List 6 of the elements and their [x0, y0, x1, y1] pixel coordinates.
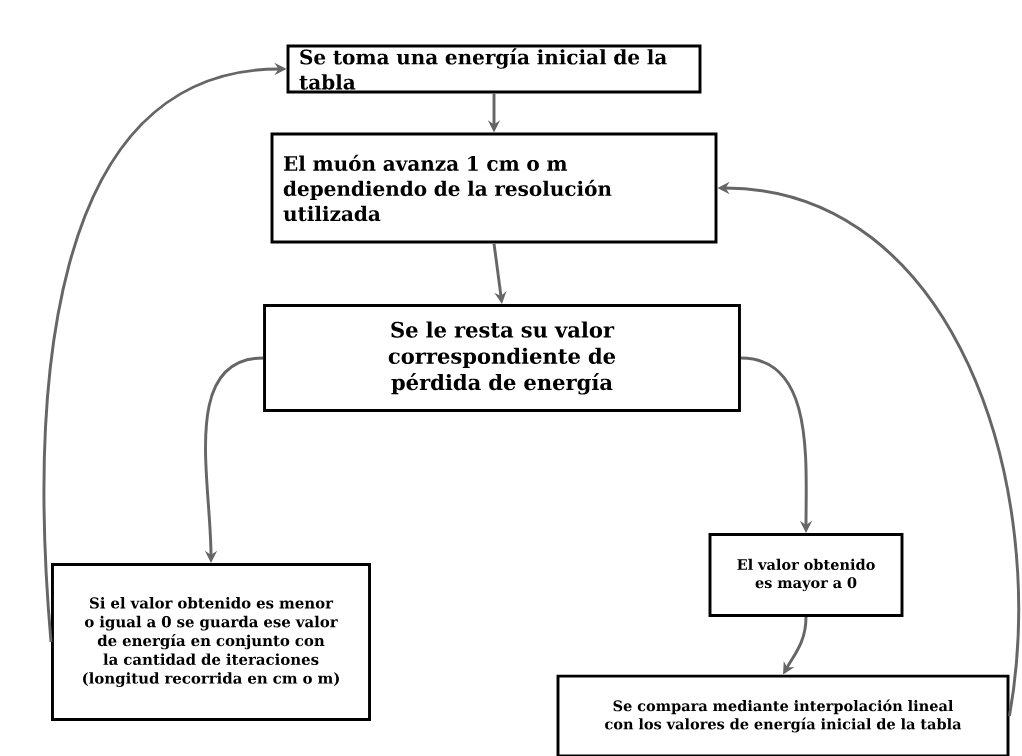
- process-box: Se toma una energía inicial de la tabla: [286, 44, 702, 94]
- process-box: El valor obtenido es mayor a 0: [708, 533, 904, 617]
- process-box: Se le resta su valor correspondiente de pérdida de energía: [263, 304, 741, 412]
- process-box: Se compara mediante interpolación lineal con los valores de energía inicial de la tabla: [556, 674, 1010, 756]
- process-box: El muón avanza 1 cm o m dependiendo de la resolución utilizada: [270, 132, 718, 244]
- process-box: Si el valor obtenido es menor o igual a 0 se guarda ese valor de energía en conjunto con la cantidad de iteraciones (longitud recorrida en cm o m): [51, 563, 371, 721]
